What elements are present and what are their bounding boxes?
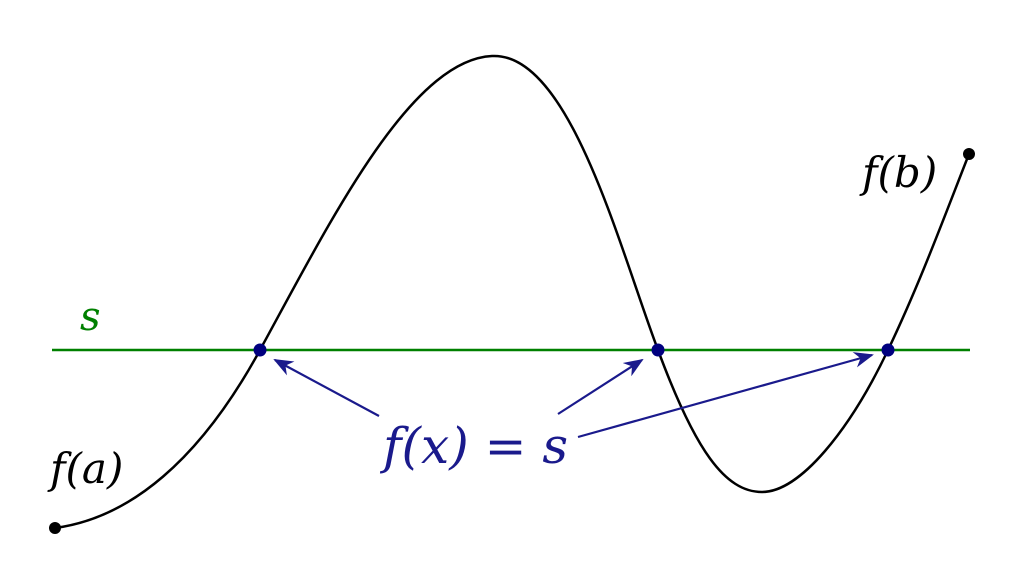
label-equation: f(x) = s: [379, 417, 568, 475]
label-fa: f(a): [47, 444, 123, 493]
intersection-point-3: [881, 343, 895, 357]
endpoint-a: [49, 522, 61, 534]
annotation-arrow-1: [273, 359, 380, 417]
label-s: s: [80, 294, 101, 340]
annotation-arrow-3: [577, 352, 874, 439]
annotation-arrow-2: [557, 358, 644, 415]
label-fb: f(b): [859, 148, 937, 197]
endpoint-b: [963, 148, 975, 160]
intersection-point-2: [651, 343, 665, 357]
intersection-point-1: [253, 343, 267, 357]
